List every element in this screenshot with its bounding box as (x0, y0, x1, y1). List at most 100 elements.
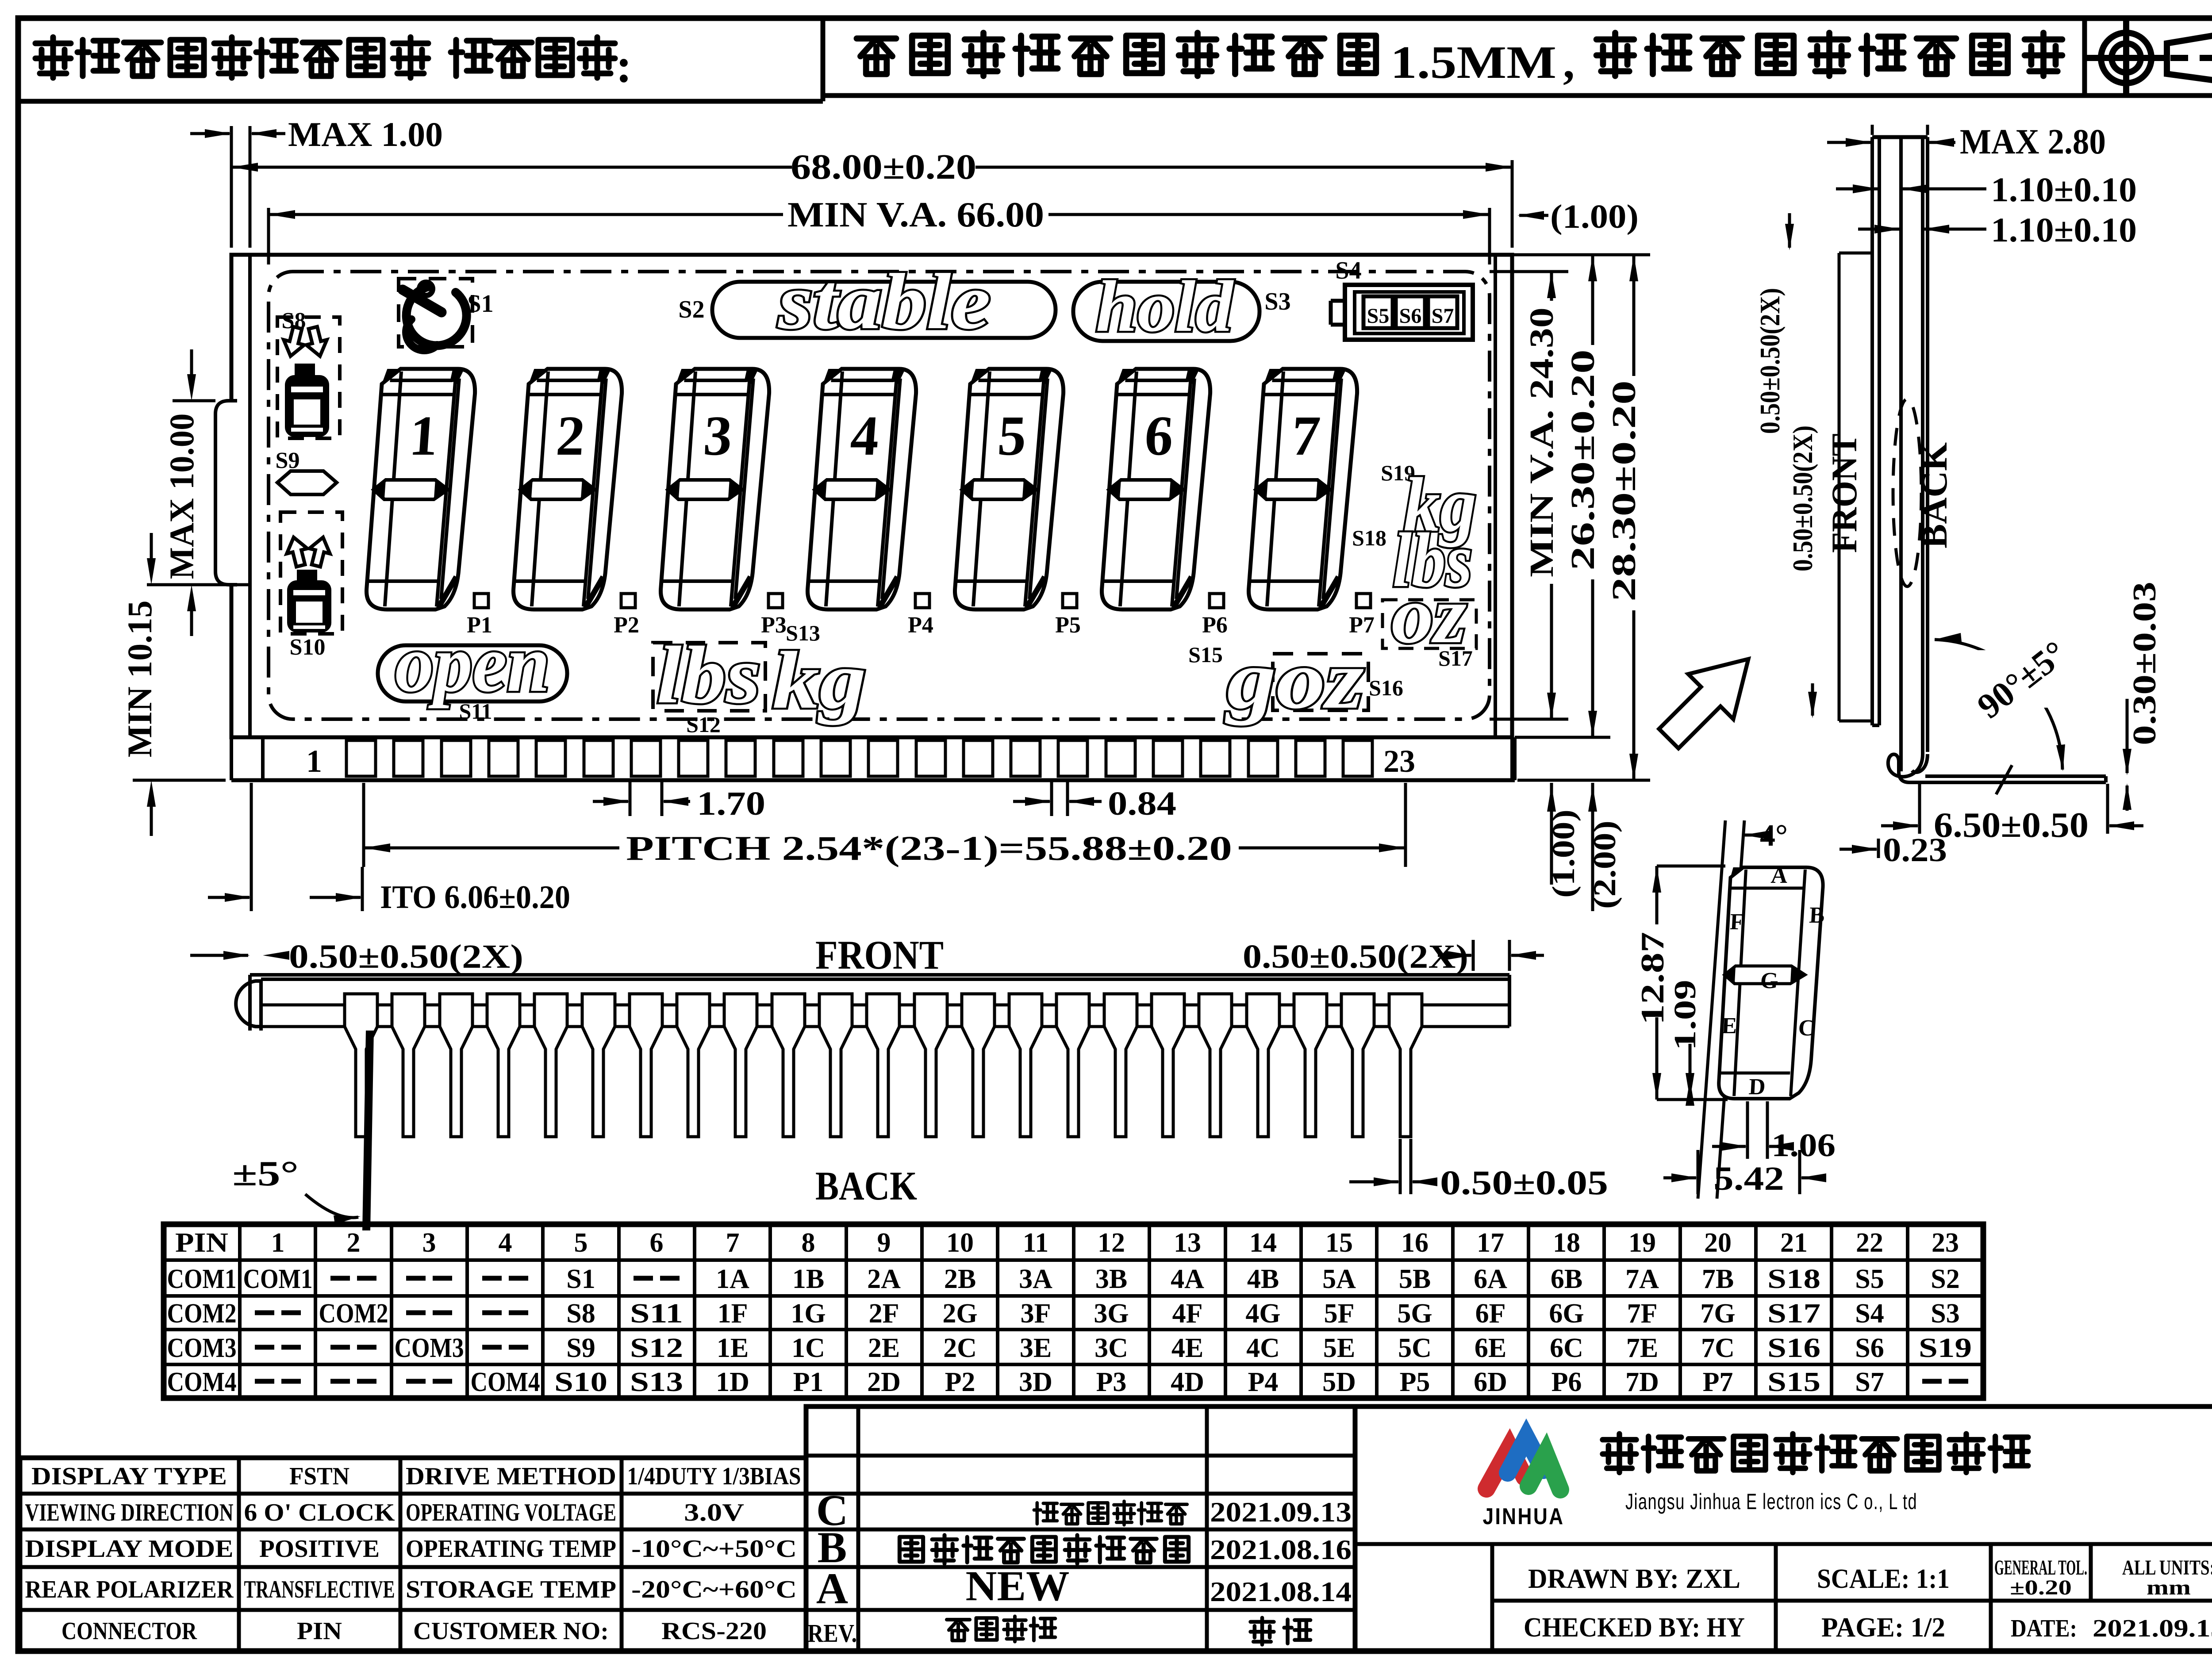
svg-text:S10: S10 (290, 635, 326, 660)
svg-text:Jiangsu Jinhua E lectron ics C: Jiangsu Jinhua E lectron ics C o., L td (1625, 1489, 1917, 1514)
svg-text:7C: 7C (1701, 1333, 1735, 1363)
svg-text:7A: 7A (1625, 1264, 1659, 1294)
svg-text:1E: 1E (717, 1333, 749, 1363)
svg-text:0.50±0.50(2X): 0.50±0.50(2X) (1243, 938, 1468, 975)
svg-text:5A: 5A (1322, 1264, 1356, 1294)
svg-text:1: 1 (271, 1228, 285, 1258)
svg-text:VIEWING DIRECTION: VIEWING DIRECTION (25, 1499, 234, 1526)
svg-text:S11: S11 (630, 1299, 683, 1329)
svg-text:7F: 7F (1627, 1299, 1658, 1329)
svg-text:2021.09.13: 2021.09.13 (1210, 1496, 1352, 1528)
svg-text:4°: 4° (1760, 819, 1788, 853)
svg-text:stable: stable (778, 257, 991, 345)
svg-text:S19: S19 (1919, 1333, 1972, 1363)
svg-text:S6: S6 (1855, 1333, 1884, 1363)
svg-text:S7: S7 (1855, 1367, 1884, 1397)
svg-text:5D: 5D (1322, 1367, 1356, 1397)
svg-text:4D: 4D (1171, 1367, 1204, 1397)
svg-text:4C: 4C (1246, 1333, 1280, 1363)
svg-text:A: A (1770, 863, 1788, 888)
svg-text:7G: 7G (1700, 1299, 1735, 1329)
svg-text:ALL UNITS:: ALL UNITS: (2122, 1556, 2212, 1579)
svg-text:3: 3 (422, 1228, 436, 1258)
svg-text:6C: 6C (1550, 1333, 1583, 1363)
svg-text:2G: 2G (942, 1299, 977, 1329)
svg-text:2021.08.16: 2021.08.16 (1210, 1534, 1352, 1565)
svg-text:S12: S12 (686, 712, 721, 737)
svg-text:A: A (816, 1564, 848, 1613)
svg-text:S8: S8 (566, 1299, 595, 1329)
svg-text:S3: S3 (1264, 288, 1290, 315)
svg-text:S1: S1 (566, 1264, 595, 1294)
svg-text:COM1: COM1 (167, 1264, 237, 1294)
svg-text:oz: oz (1391, 570, 1467, 660)
svg-text:4E: 4E (1171, 1333, 1203, 1363)
svg-text:2E: 2E (868, 1333, 900, 1363)
svg-text:5F: 5F (1324, 1299, 1355, 1329)
svg-text:S5: S5 (1855, 1264, 1884, 1294)
svg-text:FRONT: FRONT (815, 932, 944, 977)
svg-text:P3: P3 (761, 613, 787, 638)
svg-text:1C: 1C (791, 1333, 825, 1363)
svg-text:CHECKED BY: HY: CHECKED BY: HY (1524, 1613, 1745, 1643)
svg-text:14: 14 (1249, 1228, 1277, 1258)
svg-text:1/4DUTY 1/3BIAS: 1/4DUTY 1/3BIAS (627, 1463, 801, 1490)
svg-text:MIN V.A. 24.30: MIN V.A. 24.30 (1523, 307, 1560, 577)
svg-text:S17: S17 (1767, 1299, 1820, 1329)
svg-text:F: F (1729, 909, 1745, 935)
svg-text:±5°: ±5° (232, 1154, 299, 1193)
svg-text:POSITIVE: POSITIVE (259, 1535, 380, 1563)
svg-text:4G: 4G (1245, 1299, 1280, 1329)
svg-text:BACK: BACK (815, 1163, 917, 1208)
svg-text:6B: 6B (1551, 1264, 1582, 1294)
svg-text:COM3: COM3 (167, 1333, 237, 1363)
svg-text:1.10±0.10: 1.10±0.10 (1991, 211, 2137, 249)
svg-text:S12: S12 (630, 1333, 683, 1363)
svg-text:0.50±0.50(2X): 0.50±0.50(2X) (1787, 425, 1818, 571)
svg-text:FSTN: FSTN (289, 1463, 349, 1490)
svg-text:0.50±0.50(2X): 0.50±0.50(2X) (1754, 288, 1786, 434)
svg-text:(2.00): (2.00) (1587, 820, 1622, 909)
svg-text:5G: 5G (1397, 1299, 1432, 1329)
svg-text:kg: kg (1404, 462, 1477, 548)
svg-text:REAR POLARIZER: REAR POLARIZER (25, 1576, 234, 1603)
svg-text:2021.09.13: 2021.09.13 (2093, 1615, 2212, 1642)
svg-text:4: 4 (499, 1228, 512, 1258)
svg-text:0.30±0.03: 0.30±0.03 (2127, 582, 2163, 745)
svg-text:S7: S7 (1432, 304, 1454, 328)
svg-text:3G: 3G (1094, 1299, 1129, 1329)
svg-text:S18: S18 (1767, 1264, 1820, 1294)
svg-text:PAGE: 1/2: PAGE: 1/2 (1821, 1613, 1945, 1643)
svg-text:3: 3 (702, 404, 734, 467)
svg-text:S16: S16 (1767, 1333, 1820, 1363)
svg-text:P7: P7 (1349, 613, 1375, 638)
svg-text:COM1: COM1 (243, 1264, 313, 1294)
svg-text:STORAGE TEMP: STORAGE TEMP (406, 1576, 616, 1603)
svg-text:5E: 5E (1323, 1333, 1355, 1363)
svg-text:7: 7 (726, 1228, 740, 1258)
svg-text:7D: 7D (1625, 1367, 1659, 1397)
svg-text:PITCH 2.54*(23-1)=55.88±0.20: PITCH 2.54*(23-1)=55.88±0.20 (626, 829, 1232, 867)
svg-text:DISPLAY MODE: DISPLAY MODE (25, 1535, 234, 1563)
svg-text:3C: 3C (1094, 1333, 1128, 1363)
svg-text:1.06: 1.06 (1771, 1127, 1836, 1164)
svg-text:GENERAL TOL.: GENERAL TOL. (1994, 1556, 2087, 1579)
svg-text:1.10±0.10: 1.10±0.10 (1991, 170, 2137, 209)
svg-text:S10: S10 (554, 1367, 607, 1397)
svg-text:19: 19 (1628, 1228, 1656, 1258)
svg-text:17: 17 (1477, 1228, 1504, 1258)
svg-text:0.84: 0.84 (1108, 785, 1176, 822)
svg-text::: : (616, 38, 632, 92)
svg-text:JINHUA: JINHUA (1483, 1504, 1565, 1529)
svg-text:7: 7 (1290, 404, 1322, 467)
svg-text:hold: hold (1096, 266, 1234, 347)
svg-text:12: 12 (1098, 1228, 1125, 1258)
svg-text:0.23: 0.23 (1883, 832, 1947, 869)
svg-text:MIN 10.15: MIN 10.15 (120, 601, 159, 758)
svg-text:(1.00): (1.00) (1546, 809, 1581, 898)
svg-text:MIN V.A. 66.00: MIN V.A. 66.00 (787, 195, 1044, 234)
svg-text:S18: S18 (1352, 525, 1386, 550)
svg-text:21: 21 (1780, 1228, 1808, 1258)
svg-text:P2: P2 (614, 613, 639, 638)
svg-text:CONNECTOR: CONNECTOR (61, 1617, 197, 1645)
